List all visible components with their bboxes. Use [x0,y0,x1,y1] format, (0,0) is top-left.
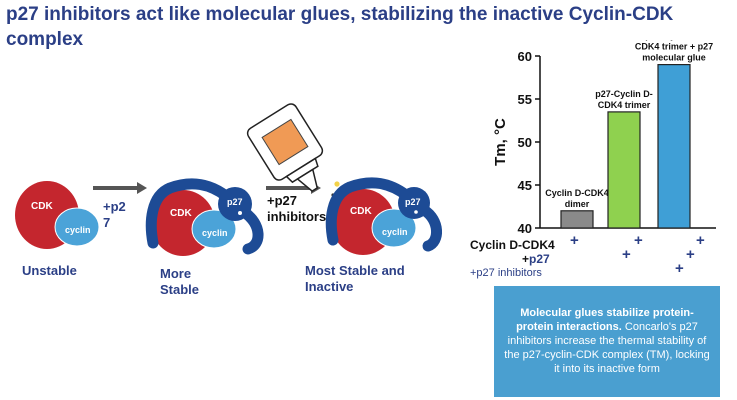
bar-label-line: p27-Cyclin D- [595,89,653,99]
page-title: p27 inhibitors act like molecular glues,… [6,4,674,50]
state-label-line: More [160,266,192,281]
state-label-line: Stable [160,282,200,297]
state-label-line: Most Stable and [305,263,405,278]
glue-drop [334,181,340,187]
state-label-line: Inactive [305,279,354,294]
p27-protein [398,187,430,219]
p27-label: p27 [227,197,243,207]
arrow-1-label-line: 7 [103,215,111,230]
p27-dot [414,210,418,214]
p27-dot [238,211,242,215]
arrow-2-label: +p27 inhibitors [267,193,326,225]
p27-chain [238,206,264,255]
mechanism-diagram [15,103,442,256]
arrow-1-head [137,182,147,194]
bar-label-line: dimer [565,199,590,209]
arrow-2-label-line: +p27 [267,193,297,208]
p27-chain [418,204,442,252]
cdk-label: CDK [170,208,192,219]
bar-label-line: p27-Cyclin D- [645,40,703,41]
condition-p27-inhibitors: +p27 inhibitors [470,267,542,279]
cyclin-protein [54,207,100,247]
p27-chain [145,178,232,249]
condition-p27: +p27 [522,252,550,267]
bar-label-line: CDK4 trimer [598,100,651,110]
state-unstable-label: Unstable [22,263,77,278]
y-tick-label: 55 [518,92,532,107]
plus-sign: + [675,260,684,277]
info-box-text: Concarlo's p27 inhibitors increase the t… [504,321,710,375]
y-axis-label: Tm, °C [492,118,509,166]
cyclin-label: cyclin [65,225,91,235]
cyclin-label: cyclin [382,227,408,237]
bar [607,111,641,229]
plus-sign: + [686,246,695,263]
condition-p27-prefix: + [522,252,530,266]
cyclin-protein [191,209,237,249]
bar-label-line: CDK4 trimer + p27 [635,42,713,52]
plus-sign: + [634,232,643,249]
p27-protein [218,187,252,221]
p27-label: p27 [405,197,421,207]
glue-bottle-icon [246,103,324,193]
arrow-2-label-line: inhibitors [267,209,327,224]
y-tick-label: 40 [518,221,532,236]
y-tick-label: 50 [518,135,532,150]
condition-p27-highlight: p27 [529,252,550,266]
cdk-label: CDK [31,201,53,212]
bar-label-line: Cyclin D-CDK4 [545,188,609,198]
bar-label: p27-Cyclin D-CDK4 trimer + p27molecular … [635,40,713,63]
cyclin-protein [371,208,417,248]
info-box-heading: Molecular glues stabilize protein-protei… [516,307,694,333]
arrow-1-label: +p2 7 [103,199,126,231]
plus-sign: + [622,246,631,263]
state-more-stable-label: More Stable [160,266,199,298]
bar [560,210,594,229]
bar [657,64,691,229]
bar-label: p27-Cyclin D-CDK4 trimer [595,89,653,110]
y-tick-label: 45 [518,178,532,193]
info-box: Molecular glues stabilize protein-protei… [494,286,720,397]
state-most-stable-label: Most Stable and Inactive [305,263,405,295]
cyclin-label: cyclin [202,228,228,238]
arrow-1-label-line: +p2 [103,199,126,214]
plus-sign: + [570,232,579,249]
bar-label-line: molecular glue [642,53,706,63]
condition-cyclin-cdk4: Cyclin D-CDK4 [470,238,555,252]
y-tick-label: 60 [518,49,532,64]
p27-chain [325,177,412,246]
plus-sign: + [696,232,705,249]
cdk-label: CDK [350,206,372,217]
